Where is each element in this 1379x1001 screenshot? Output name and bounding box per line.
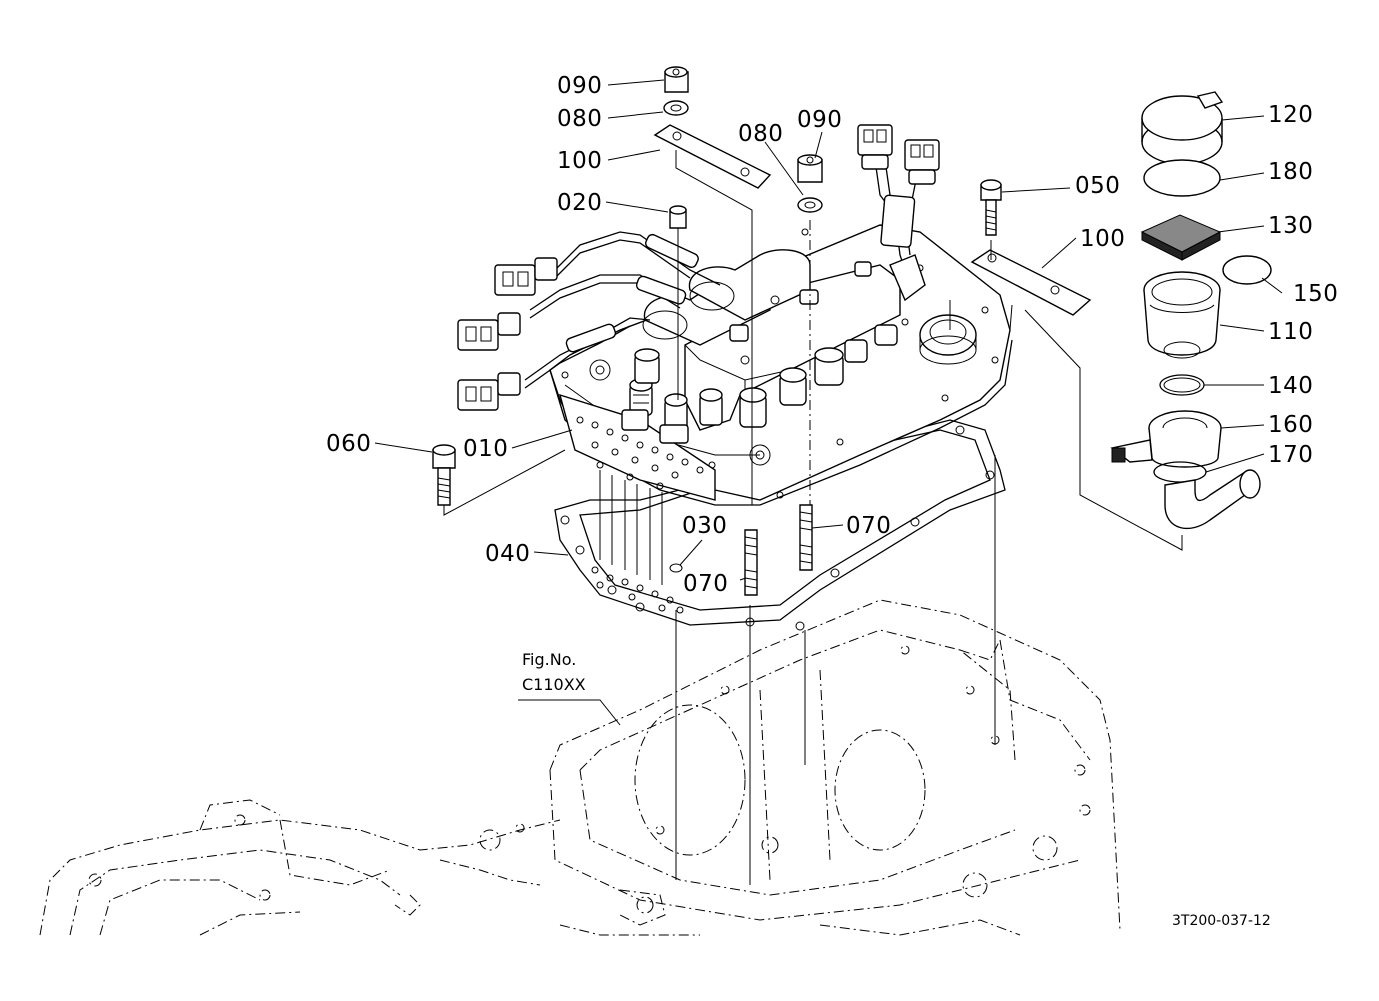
label-100-left: 100 [557,148,602,174]
label-030: 030 [682,513,727,539]
wire-harness [457,124,940,411]
label-150: 150 [1293,281,1338,307]
connector-a [494,257,558,296]
fasteners [432,66,1092,596]
transmission-case [39,599,1121,936]
solenoid-valve-assembly [621,249,901,444]
label-080-top: 080 [557,106,602,132]
label-010: 010 [463,436,508,462]
label-170: 170 [1268,442,1313,468]
gasket-hole-row [591,566,684,614]
filter-assembly [1110,91,1272,530]
label-110: 110 [1268,319,1313,345]
drawing-code: 3T200-037-12 [1172,913,1271,929]
connector-e [904,139,940,185]
connector-d [857,124,893,170]
label-160: 160 [1268,412,1313,438]
connector-c [457,372,521,411]
label-070-left: 070 [683,571,728,597]
label-020: 020 [557,190,602,216]
part-labels: 090 080 100 080 090 020 050 100 120 180 … [326,73,1338,929]
label-060: 060 [326,431,371,457]
label-090-top: 090 [557,73,602,99]
label-040: 040 [485,541,530,567]
valve-fittings [621,261,898,444]
connector-b [457,312,521,351]
fig-ref-line2: C110XX [522,675,586,694]
label-120: 120 [1268,102,1313,128]
fig-ref-line1: Fig.No. [522,650,576,669]
label-100-right: 100 [1080,226,1125,252]
label-050: 050 [1075,173,1120,199]
label-080-mid: 080 [738,121,783,147]
label-130: 130 [1268,213,1313,239]
leader-lines [374,79,1283,726]
side-port-holes [576,416,704,490]
label-180: 180 [1268,159,1313,185]
label-070-right: 070 [846,513,891,539]
label-140: 140 [1268,373,1313,399]
label-090-mid: 090 [797,107,842,133]
assembly-lines [443,150,1183,885]
